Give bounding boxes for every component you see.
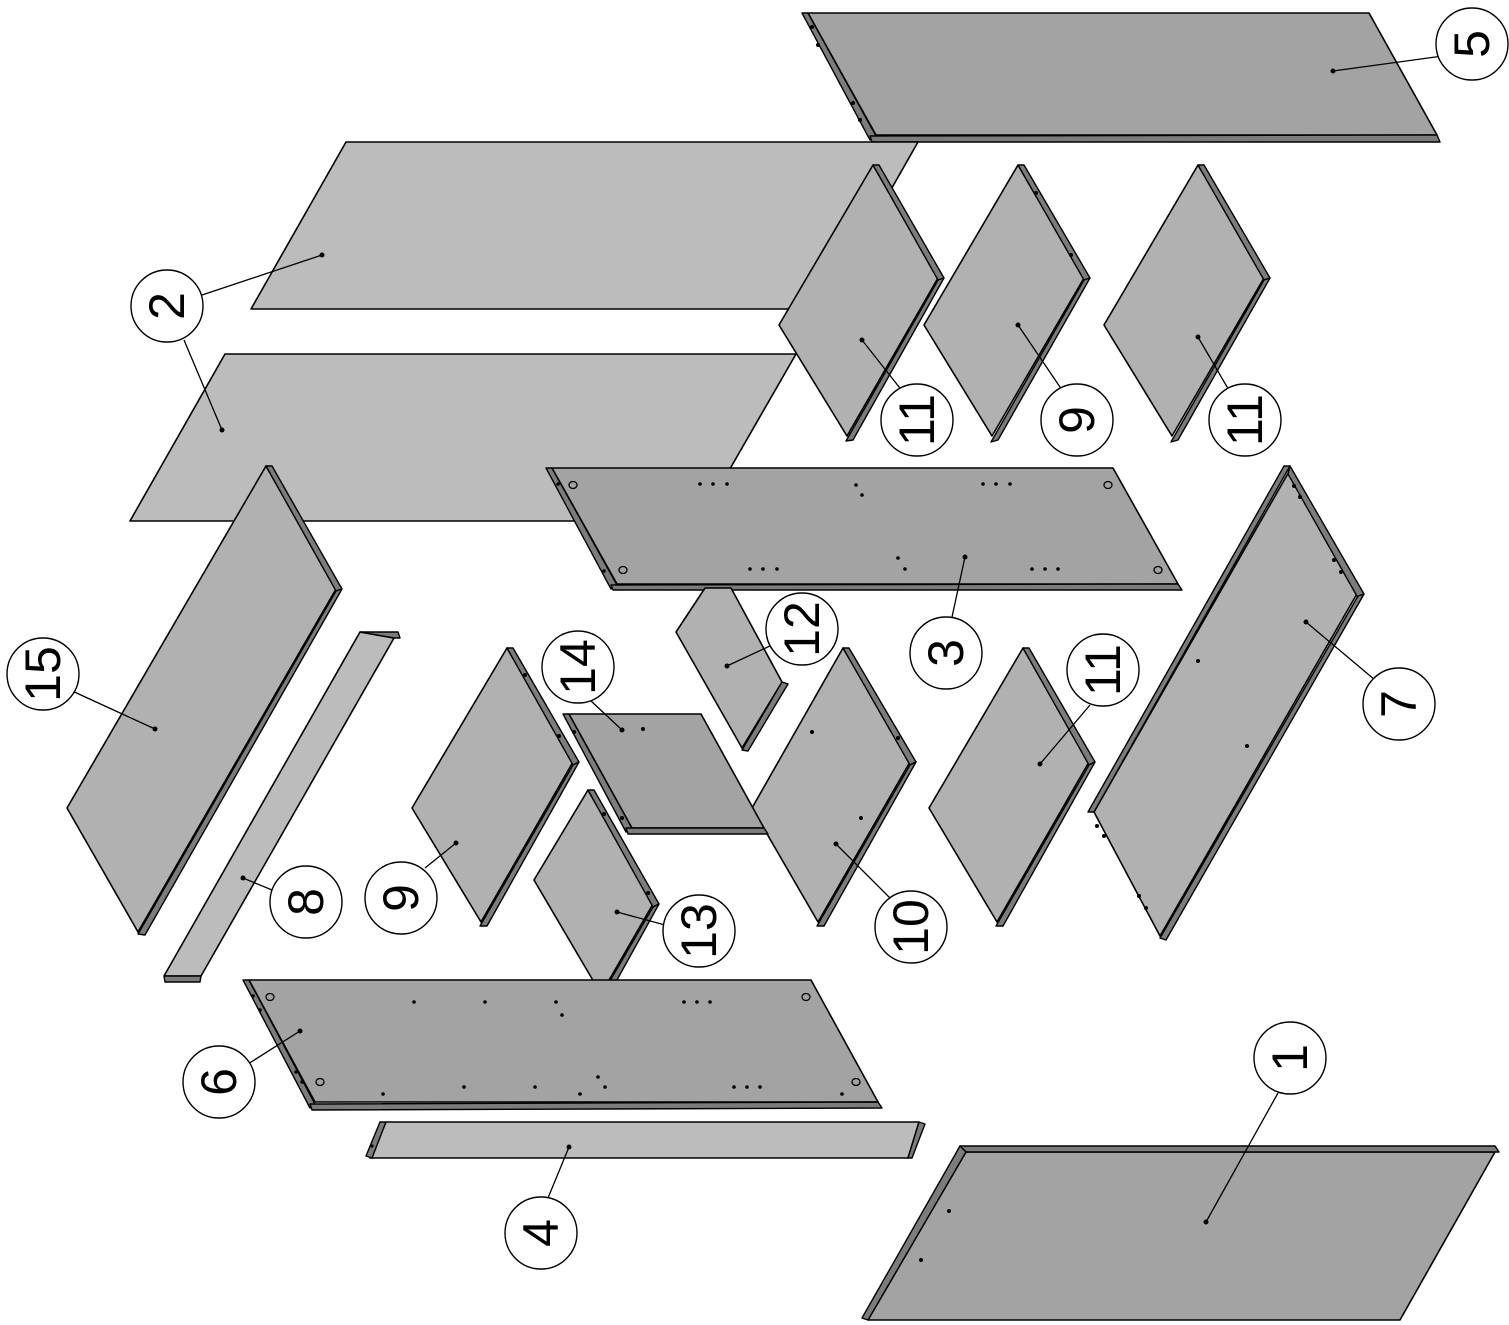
callout-1: 1 (1203, 1021, 1327, 1225)
callout-6-label: 6 (191, 1068, 247, 1096)
callout-15: 15 (6, 637, 158, 732)
panel-11-lower (928, 647, 1096, 927)
panel-7 (1087, 465, 1365, 941)
callout-7: 7 (1303, 619, 1436, 741)
callout-13-label: 13 (671, 903, 727, 959)
panel-11-upper-left (778, 164, 945, 442)
panel-4 (365, 1121, 926, 1159)
panel-15 (66, 465, 343, 936)
callout-15-label: 15 (15, 646, 71, 702)
callout-13: 13 (614, 894, 736, 968)
callout-14-label: 14 (550, 639, 606, 695)
callout-10-label: 10 (883, 899, 939, 955)
callout-11-upper-right: 11 (1195, 334, 1282, 457)
callout-14: 14 (541, 630, 625, 733)
callout-2-label: 2 (139, 292, 195, 320)
callout-11-upper-left-label: 11 (889, 394, 945, 446)
panel-9-upper (923, 164, 1091, 443)
callout-10: 10 (833, 841, 948, 964)
callouts-layer: 5 2 11 9 11 (6, 7, 1509, 1270)
callout-12-label: 12 (774, 601, 830, 657)
panel-5 (801, 12, 1441, 143)
callout-2: 2 (130, 252, 325, 433)
panel-13 (533, 789, 660, 999)
callout-1-label: 1 (1262, 1044, 1318, 1072)
callout-8-label: 8 (278, 888, 334, 916)
callout-11-lower: 11 (1037, 633, 1140, 767)
callout-11-lower-label: 11 (1075, 644, 1131, 696)
panel-3 (545, 467, 1183, 591)
panel-6 (242, 979, 883, 1111)
panel-1 (861, 1145, 1500, 1321)
callout-9-upper-label: 9 (1049, 406, 1105, 434)
callout-9-upper: 9 (1015, 322, 1114, 457)
callout-6: 6 (182, 1028, 303, 1119)
callout-9-lower: 9 (364, 840, 459, 935)
callout-5-label: 5 (1444, 30, 1500, 58)
callout-5: 5 (1330, 7, 1509, 81)
panel-10 (751, 647, 917, 927)
panel-14 (562, 713, 769, 835)
callout-12: 12 (724, 592, 839, 669)
callout-7-label: 7 (1371, 690, 1427, 718)
panel-9-lower (411, 647, 580, 927)
panel-11-upper-right (1103, 164, 1271, 443)
callout-4-label: 4 (513, 1219, 569, 1247)
callout-11-upper-right-label: 11 (1217, 394, 1273, 446)
callout-4: 4 (504, 1144, 578, 1270)
panel-8 (163, 631, 401, 983)
callout-8: 8 (240, 865, 343, 939)
panel-12 (675, 587, 789, 752)
callout-11-upper-left: 11 (859, 337, 954, 457)
callout-3-label: 3 (918, 639, 974, 667)
callout-3: 3 (909, 554, 983, 690)
callout-9-lower-label: 9 (373, 884, 429, 912)
